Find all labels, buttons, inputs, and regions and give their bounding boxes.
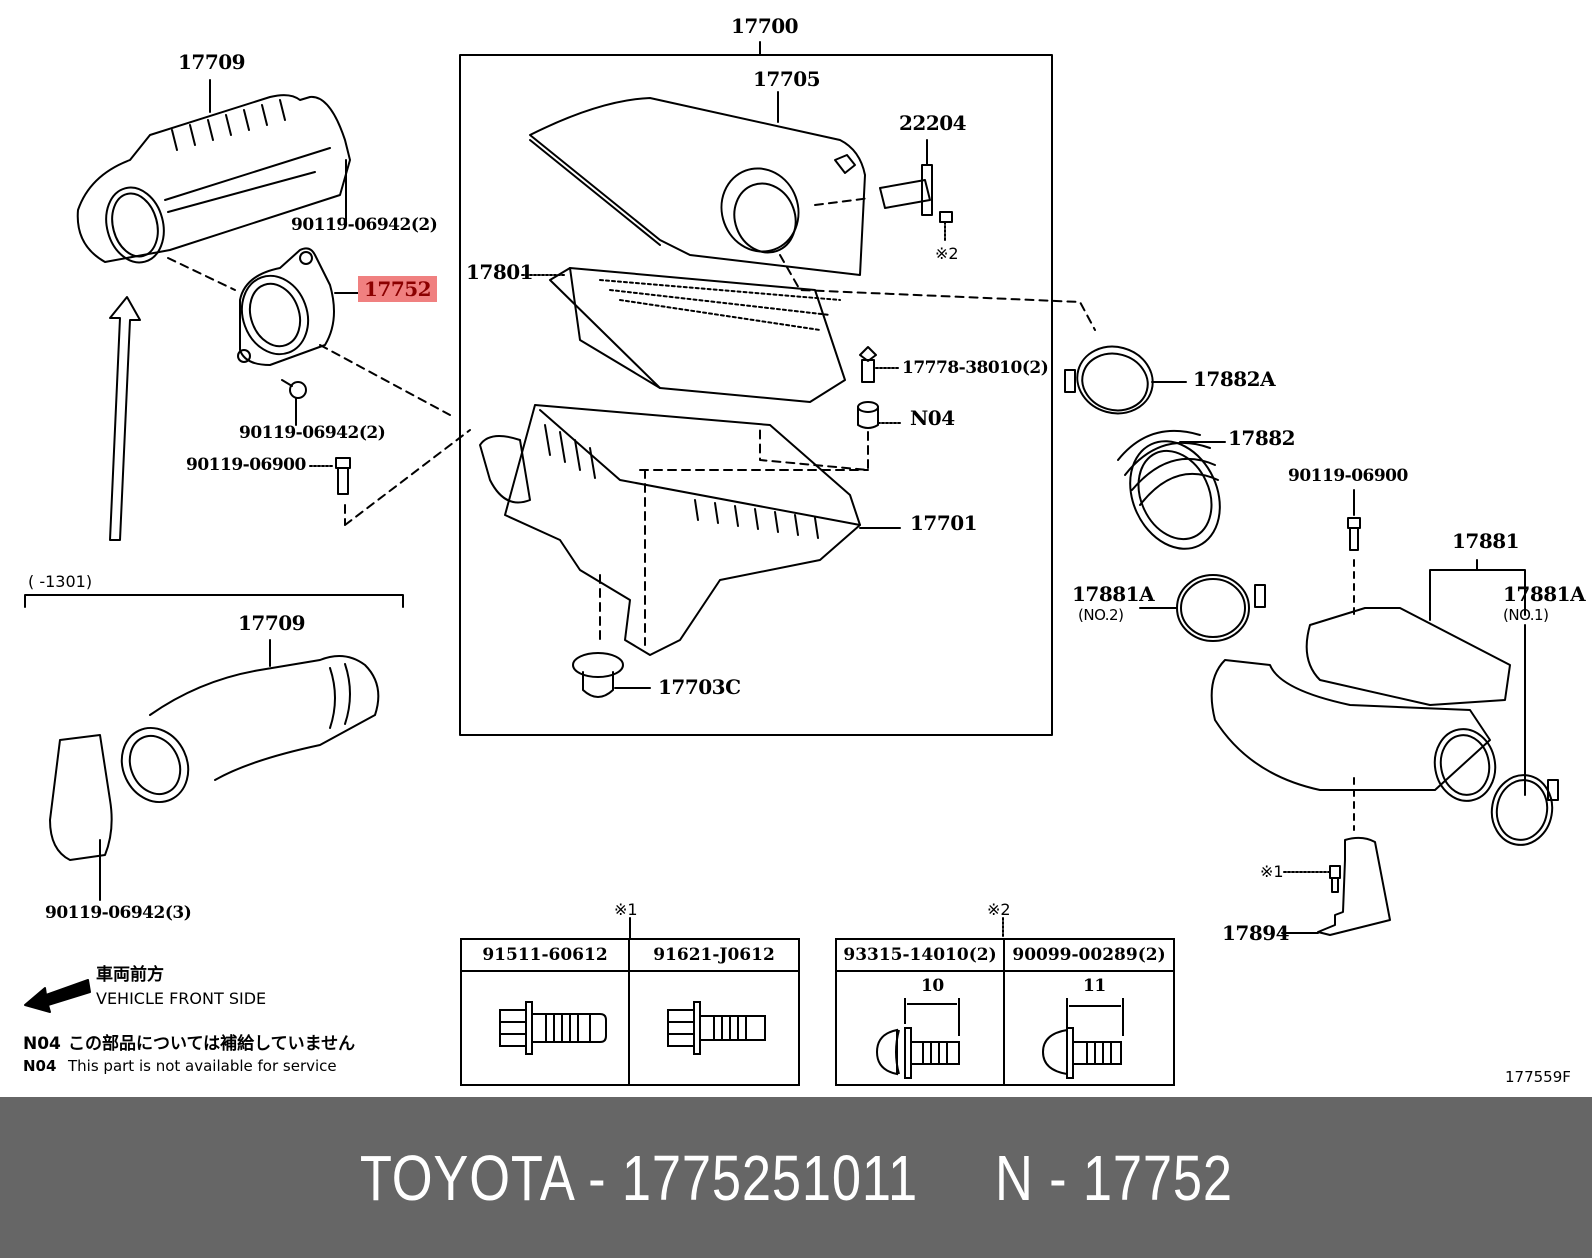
part-label-17752-highlighted[interactable]: 17752 (358, 276, 438, 302)
table1-header-91621-j0612[interactable]: 91621-J0612 (630, 940, 798, 972)
part-label-90119-06942[interactable]: 90119-06942(3) (45, 903, 192, 923)
part-label-17705[interactable]: 17705 (753, 67, 821, 91)
intake-duct-top-icon (76, 79, 351, 264)
part-label-17701[interactable]: 17701 (910, 511, 978, 535)
reference-mark-2: ※2 (935, 244, 959, 263)
part-label-90119-06900[interactable]: 90119-06900 (186, 455, 306, 475)
part-label-17882a[interactable]: 17882A (1193, 367, 1276, 391)
bolt-icon (1347, 489, 1361, 831)
note-n04-text-jp: この部品については補給していません (68, 1034, 356, 1054)
intake-duct-bottom-icon (49, 639, 380, 901)
footer-part-number-text: TOYOTA - 1775251011 N - 17752 (359, 1141, 1233, 1214)
assembly-box-17700 (459, 54, 1053, 736)
direction-label-jp: 車両前方 (96, 965, 164, 985)
part-label-90119-06942[interactable]: 90119-06942(2) (239, 423, 386, 443)
front-direction-arrow-icon (24, 979, 91, 1013)
clip-17778-icon (859, 346, 899, 383)
direction-label-en: VEHICLE FRONT SIDE (96, 989, 267, 1008)
part-label-17881a-no2[interactable]: 17881A (1072, 582, 1155, 606)
pan-head-screw-icon: 11 (1005, 972, 1173, 1084)
part-label-17881a-no1[interactable]: 17881A (1503, 582, 1586, 606)
fastener-table-2: 93315-14010(2) 90099-00289(2) 10 11 (835, 938, 1175, 1086)
date-range-label: ( -1301) (28, 572, 93, 591)
diagram-drawing (24, 41, 1559, 1013)
part-label-17700[interactable]: 17700 (731, 14, 799, 38)
part-label-90119-06900[interactable]: 90119-06900 (1288, 466, 1408, 486)
hose-clamp-17881a-no2-icon (1139, 574, 1266, 642)
part-label-17709[interactable]: 17709 (178, 50, 246, 74)
part-label-17894[interactable]: 17894 (1222, 921, 1290, 945)
screw-with-washer-icon: 10 (837, 972, 1005, 1084)
part-sublabel-no2: (NO.2) (1078, 606, 1124, 624)
air-cleaner-case-17701-icon (479, 404, 901, 656)
bolt-icon (281, 379, 307, 426)
table2-header-90099-00289[interactable]: 90099-00289(2) (1005, 940, 1173, 972)
hex-bolt-washer-icon (630, 972, 798, 1084)
hose-clamp-17882a-icon (1064, 345, 1187, 415)
table2-header-93315-14010[interactable]: 93315-14010(2) (837, 940, 1005, 972)
bracket-17894-icon (1281, 836, 1391, 936)
arrow-up-icon (109, 296, 141, 541)
air-flow-sensor-22204-icon (814, 139, 953, 243)
adapter-17752-icon (237, 247, 361, 366)
footer-banner: TOYOTA - 1775251011 N - 17752 (0, 1097, 1592, 1258)
part-sublabel-no1: (NO.1) (1503, 606, 1549, 624)
table2-reference-mark: ※2 (987, 900, 1011, 919)
air-inlet-17881-icon (1210, 559, 1526, 802)
intake-hose-17882-icon (1117, 429, 1226, 550)
part-label-17709[interactable]: 17709 (238, 611, 306, 635)
part-label-17778-38010[interactable]: 17778-38010(2) (902, 358, 1049, 378)
air-cleaner-cover-17705-icon (529, 91, 866, 276)
table1-header-91511-60612[interactable]: 91511-60612 (462, 940, 630, 972)
note-n04-text-en: This part is not available for service (68, 1057, 337, 1075)
table1-reference-mark: ※1 (614, 900, 638, 919)
flange-bolt-icon (462, 972, 630, 1084)
bolt-icon (309, 457, 351, 495)
hose-clamp-17881a-no1-icon (1490, 774, 1559, 846)
note-n04-code: N04 (23, 1034, 61, 1054)
parts-diagram: 17709 90119-06942(2) 17752 90119-06942(2… (23, 14, 1586, 1086)
part-label-n04[interactable]: N04 (910, 406, 955, 430)
part-label-17882[interactable]: 17882 (1228, 426, 1296, 450)
part-label-17881[interactable]: 17881 (1452, 529, 1520, 553)
drain-plug-17703c-icon (572, 652, 651, 698)
part-label-17801[interactable]: 17801 (466, 260, 534, 284)
dimension-11: 11 (1083, 976, 1106, 996)
air-filter-17801-icon (521, 267, 846, 403)
part-label-22204[interactable]: 22204 (899, 111, 967, 135)
note-n04-code: N04 (23, 1057, 57, 1075)
part-label-17703c[interactable]: 17703C (658, 675, 741, 699)
reference-mark-1: ※1 (1260, 862, 1284, 881)
part-label-90119-06942[interactable]: 90119-06942(2) (291, 215, 438, 235)
fastener-table-1: 91511-60612 91621-J0612 (460, 938, 800, 1086)
grommet-n04-icon (639, 401, 901, 471)
figure-id: 177559F (1505, 1068, 1571, 1086)
dimension-10: 10 (921, 976, 944, 996)
